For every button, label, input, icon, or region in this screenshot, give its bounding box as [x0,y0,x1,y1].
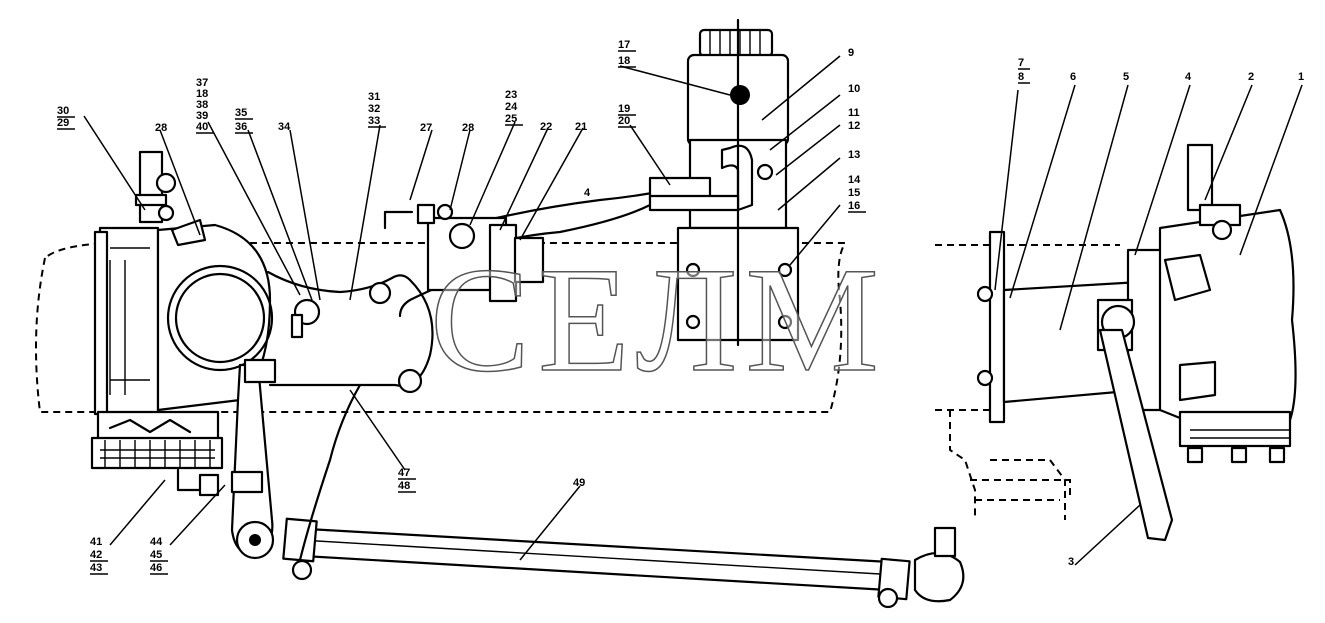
label-15: 15 [848,187,860,199]
label-27: 27 [420,122,432,134]
label-47: 47 [398,467,410,479]
label-34: 34 [278,121,291,133]
label-4: 4 [1185,71,1192,83]
label-13: 13 [848,149,860,161]
label-29: 29 [57,117,69,129]
label-28: 28 [155,122,167,134]
label-underlines [57,50,1030,575]
label-41: 41 [90,536,102,548]
label-16: 16 [848,200,860,212]
label-7: 7 [1018,57,1024,69]
label-38: 38 [196,99,208,111]
label-5: 5 [1123,71,1129,83]
label-45: 45 [150,549,162,561]
label-9: 9 [848,47,854,59]
label-8: 8 [1018,71,1024,83]
label-46: 46 [150,562,162,574]
label-31: 31 [368,91,380,103]
label-1: 1 [1298,71,1304,83]
label-32: 32 [368,103,380,115]
label-19: 19 [618,103,630,115]
label-22: 22 [540,121,552,133]
label-3: 3 [1068,556,1074,568]
label-21: 21 [575,121,587,133]
label-19b: 18 [196,88,208,100]
label-14: 14 [848,174,861,186]
label-2: 2 [1248,71,1254,83]
oil-reservoir [648,18,800,347]
tie-rod [282,517,965,609]
label-40: 40 [196,121,208,133]
label-42: 42 [90,549,102,561]
label-26: 28 [462,122,474,134]
steering-gear-right [976,143,1297,542]
label-12: 12 [848,120,860,132]
label-23: 23 [505,89,517,101]
part-labels: 30 29 28 37 18 38 39 40 35 36 34 31 32 3… [57,39,1304,574]
label-36: 36 [235,121,247,133]
label-18: 18 [618,55,630,67]
watermark-text: СЕЛМ [430,237,887,403]
label-43: 43 [90,562,102,574]
label-17: 17 [618,39,630,51]
label-10: 10 [848,83,860,95]
label-33: 33 [368,115,380,127]
valve-bracket [198,203,545,497]
label-44: 44 [150,536,163,548]
label-25: 25 [505,113,517,125]
label-11: 11 [848,107,860,119]
label-48: 48 [398,480,410,492]
label-4b: 4 [584,187,591,199]
leader-lines [83,55,1303,566]
label-37: 37 [196,77,208,89]
label-20: 20 [618,115,630,127]
label-6: 6 [1070,71,1076,83]
label-35: 35 [235,107,247,119]
label-24: 24 [505,101,518,113]
label-30: 30 [57,105,69,117]
pitman-arm [230,358,277,560]
label-49: 49 [573,477,585,489]
label-39: 39 [196,110,208,122]
